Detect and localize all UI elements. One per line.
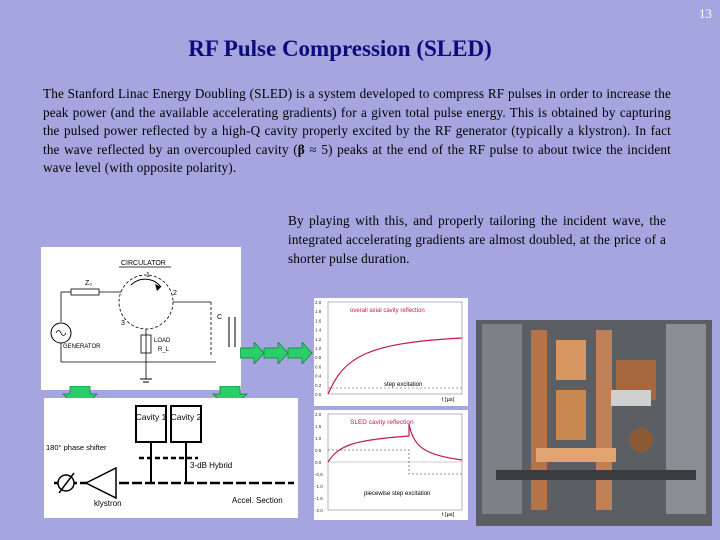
circulator-label: CIRCULATOR bbox=[121, 260, 166, 267]
phase-shifter-label: 180° phase shifter bbox=[46, 443, 107, 452]
sled-reflection-curve bbox=[327, 423, 463, 463]
z0-label: Z₀ bbox=[85, 280, 92, 287]
y-tick-label: -2.0 bbox=[315, 508, 323, 513]
port-2-label: 2 bbox=[173, 290, 177, 297]
y-tick-label: 1.2 bbox=[315, 337, 322, 342]
y-tick-label: 1.6 bbox=[315, 318, 322, 323]
y-tick-label: 1.0 bbox=[315, 346, 322, 351]
detail-paragraph: By playing with this, and properly tailo… bbox=[288, 213, 666, 266]
y-tick-label: 0.6 bbox=[315, 364, 322, 369]
y-tick-label: 0.4 bbox=[315, 374, 322, 379]
y-tick-label: 0.0 bbox=[315, 460, 322, 465]
intro-text-b: ≈ 5) peaks at the end of the RF pulse to… bbox=[43, 141, 671, 176]
load-label: LOAD bbox=[154, 338, 171, 344]
y-tick-label: -0.5 bbox=[315, 472, 323, 477]
y-tick-labels: 2.0 1.5 1.0 0.5 0.0 -0.5 -1.0 -1.5 -2.0 bbox=[315, 412, 323, 513]
accel-section-label: Accel. Section bbox=[232, 496, 283, 505]
down-arrows bbox=[61, 386, 249, 410]
y-tick-label: 0.5 bbox=[315, 448, 322, 453]
beta-symbol: β bbox=[297, 141, 305, 157]
y-tick-label: 2.0 bbox=[315, 412, 322, 417]
rl-label: R_L bbox=[158, 347, 170, 353]
klystron-label: klystron bbox=[94, 499, 122, 508]
intro-text-a: The Stanford Linac Energy Doubling (SLED… bbox=[43, 86, 671, 157]
y-tick-label: 0.0 bbox=[315, 392, 322, 397]
cavity-2-label: Cavity 2 bbox=[171, 412, 202, 422]
y-tick-label: -1.0 bbox=[315, 484, 323, 489]
slide-title: RF Pulse Compression (SLED) bbox=[188, 36, 492, 61]
y-tick-label: 1.8 bbox=[315, 309, 322, 314]
reflection-curve bbox=[327, 337, 463, 395]
plot2-title: SLED cavity reflection bbox=[350, 419, 414, 426]
capacitor-label: C bbox=[217, 314, 222, 321]
intro-paragraph: The Stanford Linac Energy Doubling (SLED… bbox=[43, 85, 671, 178]
y-tick-label: 1.5 bbox=[315, 424, 322, 429]
plot2-step-label: piecewise step excitation bbox=[364, 491, 430, 497]
y-tick-label: 1.0 bbox=[315, 436, 322, 441]
sled-hardware-photo bbox=[476, 320, 712, 526]
port-1-label: 1 bbox=[146, 272, 150, 279]
right-arrows bbox=[240, 342, 313, 364]
cavity-1-label: Cavity 1 bbox=[136, 412, 167, 422]
circulator-circuit-diagram: CIRCULATOR 1 2 3 Z₀ GENERATOR C LOAD R_L bbox=[41, 247, 241, 390]
y-tick-label: 0.8 bbox=[315, 355, 322, 360]
y-tick-label: 0.2 bbox=[315, 383, 322, 388]
plot1-step-label: step excitation bbox=[384, 382, 422, 388]
plot1-x-unit: t [µs] bbox=[442, 397, 455, 403]
right-arrow-icon bbox=[240, 342, 265, 364]
sled-schematic: Cavity 1 Cavity 2 3-dB Hybrid 180° phase… bbox=[44, 398, 298, 518]
right-arrow-icon bbox=[263, 342, 289, 364]
axial-reflection-plot: 2.0 1.8 1.6 1.4 1.2 1.0 0.8 0.6 0.4 0.2 0.0 overal… bbox=[314, 298, 468, 406]
right-arrow-icon bbox=[287, 342, 313, 364]
y-tick-labels: 2.0 1.8 1.6 1.4 1.2 1.0 0.8 0.6 0.4 0.2 0.0 bbox=[315, 300, 322, 397]
y-tick-label: -1.5 bbox=[315, 496, 323, 501]
generator-label: GENERATOR bbox=[63, 344, 101, 350]
sled-reflection-plot: 2.0 1.5 1.0 0.5 0.0 -0.5 -1.0 -1.5 -2.0 SLED cav… bbox=[314, 410, 468, 520]
port-3-label: 3 bbox=[121, 320, 125, 327]
y-tick-label: 1.4 bbox=[315, 328, 322, 333]
plot2-x-unit: t [µs] bbox=[442, 512, 455, 518]
page-number: 13 bbox=[699, 6, 712, 21]
hybrid-label: 3-dB Hybrid bbox=[190, 461, 232, 470]
y-tick-label: 2.0 bbox=[315, 300, 322, 305]
plot1-title: overall axial cavity reflection bbox=[350, 308, 425, 314]
